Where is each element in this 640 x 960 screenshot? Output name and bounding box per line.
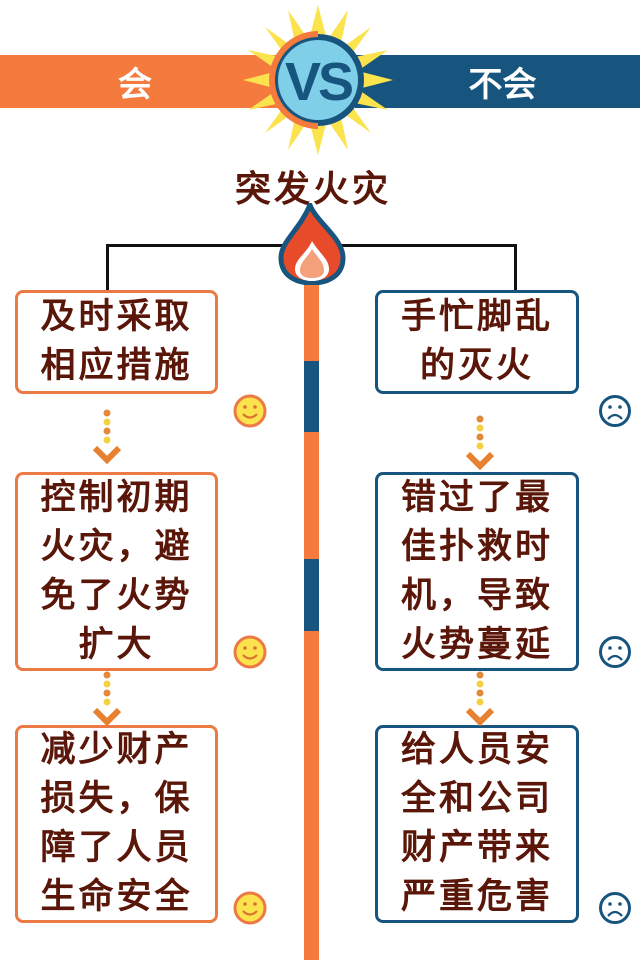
connector-right: [514, 244, 517, 292]
know-banner: 会: [0, 55, 280, 108]
frown-icon: [599, 636, 631, 668]
arrow-down-icon: [465, 671, 495, 726]
know-label: 会: [118, 65, 152, 105]
smile-icon: [233, 891, 267, 925]
connector-left: [106, 244, 109, 292]
smile-icon: [233, 635, 267, 669]
dont-know-step-1: 手忙脚乱的灭火: [375, 290, 579, 394]
frown-icon: [599, 892, 631, 924]
arrow-down-icon: [92, 671, 122, 726]
center-line-segment: [304, 361, 319, 432]
know-step-3: 减少财产损失，保障了人员生命安全: [15, 725, 218, 923]
vs-badge-icon: VS: [243, 5, 393, 155]
center-line-segment: [304, 631, 319, 960]
center-line-segment: [304, 262, 319, 361]
dont-know-step-2: 错过了最佳扑救时机，导致火势蔓延: [375, 472, 579, 671]
vs-text: VS: [285, 52, 352, 112]
know-step-2: 控制初期火灾，避免了火势扩大: [15, 472, 218, 671]
center-line-segment: [304, 432, 319, 559]
dont-know-step-3: 给人员安全和公司财产带来严重危害: [375, 725, 579, 923]
smile-icon: [233, 394, 267, 428]
dont-know-banner: 不会: [355, 55, 640, 108]
arrow-down-icon: [92, 409, 122, 464]
flame-icon: [278, 203, 346, 285]
know-step-1: 及时采取相应措施: [15, 290, 218, 394]
arrow-down-icon: [465, 415, 495, 470]
center-line-segment: [304, 559, 319, 631]
frown-icon: [599, 395, 631, 427]
dont-know-label: 不会: [468, 65, 537, 105]
